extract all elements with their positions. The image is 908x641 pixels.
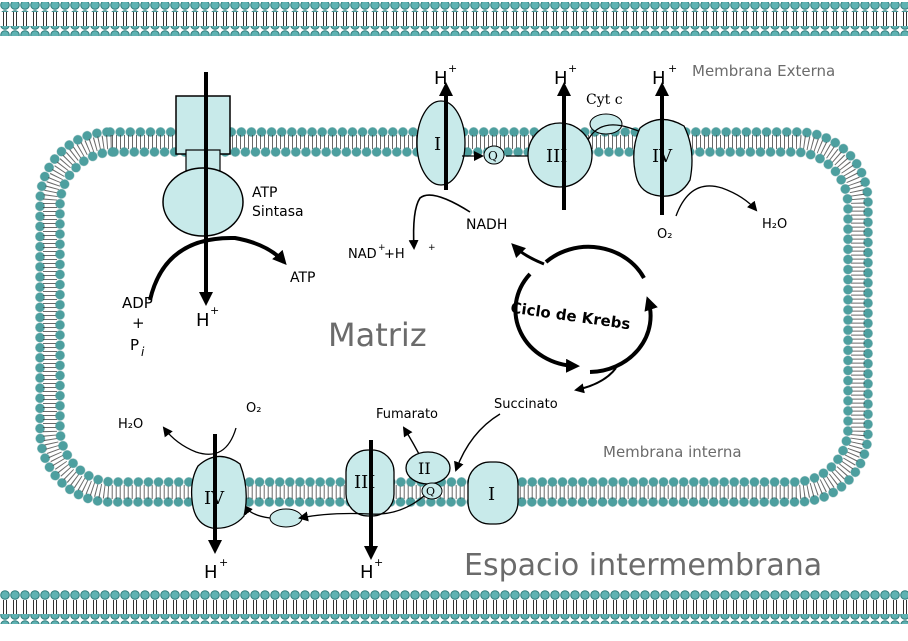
o2-top-label: O₂ [657,227,672,242]
h-letter: H [554,68,568,89]
atp-synthase-label-1: ATP [252,185,277,201]
h-superscript: + [374,556,383,569]
q-top-label: Q [488,149,498,163]
nad-label: NAD + +H + [348,243,436,262]
ubiquinone-bottom: Q [422,483,442,499]
h-plus-top-3: H + [652,62,677,89]
complex-ii-bottom: II [406,452,450,484]
h-plus-atp: H + [196,304,219,331]
h-superscript: + [668,62,677,75]
atp-product-label: ATP [290,270,315,286]
nad-text: NAD [348,247,377,262]
complex-iii-bottom: III [346,440,394,556]
h-letter: H [434,68,448,89]
succinato-label: Succinato [494,397,558,412]
h-plus-bottom-2: H + [360,556,383,583]
h2o-top-label: H₂O [762,217,787,232]
h-superscript: + [210,304,219,317]
h-superscript: + [568,62,577,75]
nad-superscript-2: + [428,243,436,253]
outer-membrane-bottom [0,590,908,624]
adp-plus-label: + [132,314,145,332]
h-letter: H [652,68,666,89]
h-letter: H [204,562,218,583]
complex-i-bottom-label: I [488,484,495,505]
atp-synthase-label-2: Sintasa [252,204,304,220]
nadh-label: NADH [466,217,507,233]
complex-i-top-label: I [434,134,441,155]
q-bottom-label: Q [426,485,435,498]
complex-ii-bottom-label: II [418,459,431,478]
krebs-cycle-label: Ciclo de Krebs [509,299,631,334]
pi-subscript: i [141,345,145,359]
inner-membrane [40,132,868,502]
membrana-interna-label: Membrana interna [603,443,742,461]
o2-bottom-label: O₂ [246,401,261,416]
complex-i-bottom: I [468,462,518,524]
pi-label: P i [130,336,145,359]
h-plus-top-1: H + [434,62,457,89]
membrana-externa-label: Membrana Externa [692,62,835,80]
h-letter: H [360,562,374,583]
h-plus-top-2: H + [554,62,577,89]
krebs-cycle: Ciclo de Krebs [509,246,650,390]
h-superscript: + [448,62,457,75]
h-letter: H [196,310,210,331]
adp-label: ADP [122,294,153,312]
outer-membrane-top [0,2,908,36]
h-superscript: + [219,556,228,569]
complex-i-top: I [414,86,470,248]
matriz-label: Matriz [328,316,427,354]
nad-rest: +H [384,247,405,262]
h-plus-bottom-1: H + [204,556,228,583]
complex-iii-top: III [528,86,592,210]
h2o-bottom-label: H₂O [118,417,143,432]
espacio-intermembrana-label: Espacio intermembrana [464,548,822,583]
cyt-c-label: Cyt c [586,92,623,108]
fumarato-label: Fumarato [376,407,438,422]
pi-letter: P [130,336,139,354]
